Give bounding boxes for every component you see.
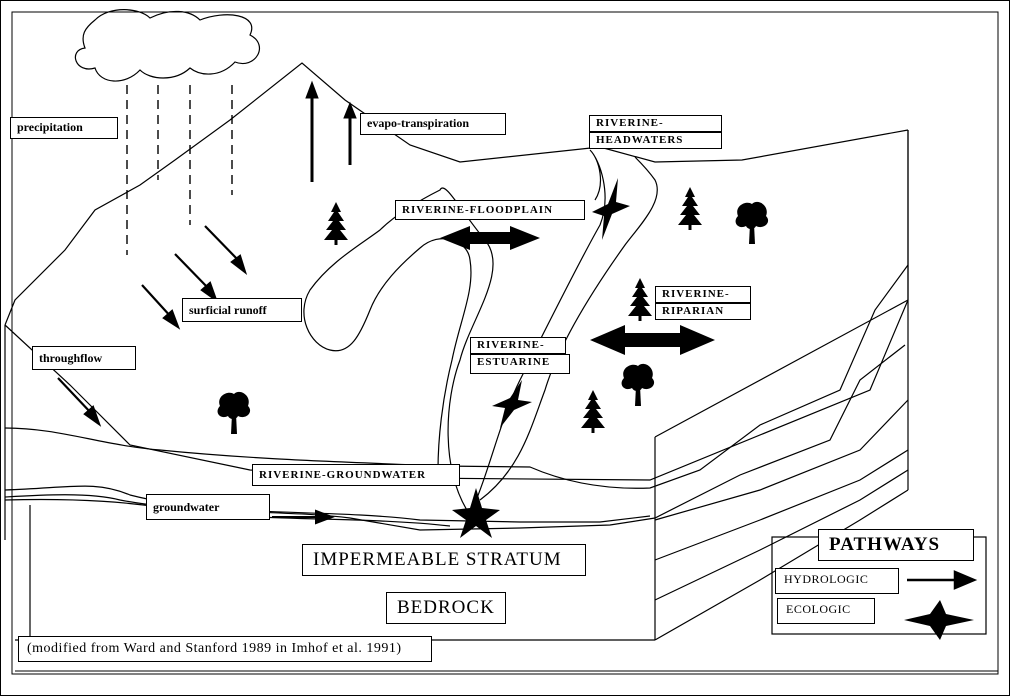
river-channel xyxy=(303,149,606,516)
groundwater-star-icon xyxy=(452,488,500,538)
throughflow-label: throughflow xyxy=(32,346,136,370)
impermeable-stratum-label: IMPERMEABLE STRATUM xyxy=(302,544,586,576)
rain-lines xyxy=(126,85,233,255)
groundwater-label: groundwater xyxy=(146,494,270,520)
riparian-double-arrow xyxy=(590,325,715,355)
estuarine-label-line2: ESTUARINE xyxy=(470,354,570,374)
bedrock-label: BEDROCK xyxy=(386,592,506,624)
floodplain-label: RIVERINE-FLOODPLAIN xyxy=(395,200,585,220)
cloud-shape xyxy=(74,9,261,82)
groundwater-arrow xyxy=(272,509,335,525)
precipitation-label: precipitation xyxy=(10,117,118,139)
landscape-top-surface xyxy=(4,62,909,326)
riparian-label-line1: RIVERINE- xyxy=(655,286,751,303)
headwaters-label-line2: HEADWATERS xyxy=(589,132,722,149)
floodplain-double-arrow xyxy=(440,226,540,250)
legend-item-hydrologic: HYDROLOGIC xyxy=(775,568,899,594)
legend-title: PATHWAYS xyxy=(818,529,974,561)
river-bank-right xyxy=(479,156,658,501)
headwaters-label-line1: RIVERINE- xyxy=(589,115,722,132)
block-right-slope xyxy=(654,299,909,438)
estuarine-star-icon xyxy=(492,380,532,428)
riverine-groundwater-label: RIVERINE-GROUNDWATER xyxy=(252,464,460,486)
citation-label: (modified from Ward and Stanford 1989 in… xyxy=(18,636,432,662)
riparian-label-line2: RIPARIAN xyxy=(655,303,751,320)
surficial-runoff-label: surficial runoff xyxy=(182,298,302,322)
headwaters-star-icon xyxy=(592,178,630,240)
legend-arrow-icon xyxy=(907,570,978,590)
evapotranspiration-arrows xyxy=(305,80,357,182)
evapotranspiration-label: evapo-transpiration xyxy=(360,113,506,135)
runoff-arrows xyxy=(57,225,248,427)
legend-item-ecologic: ECOLOGIC xyxy=(777,598,875,624)
estuarine-label-line1: RIVERINE- xyxy=(470,337,566,354)
legend-star-icon xyxy=(904,600,974,640)
front-left-edge xyxy=(4,130,909,481)
inner-frame xyxy=(11,11,999,675)
